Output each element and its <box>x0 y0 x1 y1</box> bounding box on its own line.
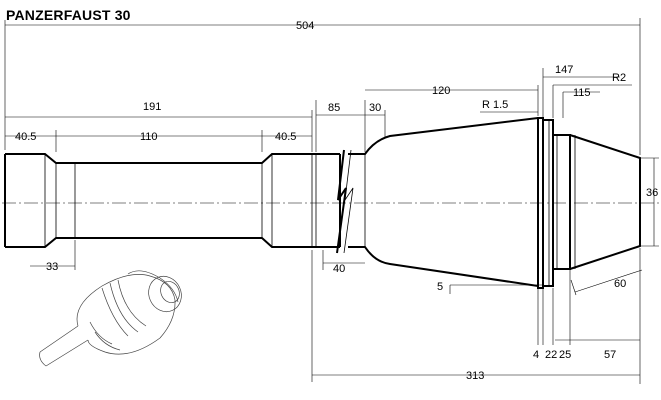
perspective-sketch <box>39 270 182 367</box>
dim-cone-120: 120 <box>432 85 450 97</box>
ring-3 <box>552 134 571 270</box>
dim-36: 36 <box>646 187 658 199</box>
tube-bottom-edge <box>5 237 340 248</box>
head-top-edge <box>348 117 539 155</box>
dim-tube-length: 191 <box>143 101 161 113</box>
dim-40: 40 <box>333 263 345 275</box>
dim-22: 22 <box>545 349 557 361</box>
head-bottom-edge <box>348 246 539 287</box>
dimension-labels: 504 191 40.5 110 40.5 85 30 120 147 R2 1… <box>15 20 658 382</box>
dim-5: 5 <box>437 281 443 293</box>
dim-115: 115 <box>573 87 591 99</box>
dim-313: 313 <box>466 370 484 382</box>
dim-right-end: 40.5 <box>275 131 296 143</box>
dim-r2: R2 <box>612 72 626 84</box>
dim-left-end: 40.5 <box>15 131 36 143</box>
dim-4: 4 <box>533 349 539 361</box>
drawing-title: PANZERFAUST 30 <box>6 7 131 23</box>
dim-25: 25 <box>559 349 571 361</box>
front-cone <box>569 134 641 270</box>
dim-section-85: 85 <box>328 102 340 114</box>
weapon-outline <box>4 117 641 289</box>
tube-top-edge <box>5 153 340 164</box>
dim-57: 57 <box>604 349 616 361</box>
dim-overall-length: 504 <box>296 20 314 32</box>
dim-60: 60 <box>614 278 626 290</box>
dim-middle: 110 <box>140 131 158 143</box>
dim-section-30: 30 <box>369 102 381 114</box>
dim-147: 147 <box>555 64 573 76</box>
dimension-lines <box>4 18 659 384</box>
break-mark <box>336 149 347 254</box>
dim-r15: R 1.5 <box>482 99 508 111</box>
dim-33: 33 <box>46 261 58 273</box>
